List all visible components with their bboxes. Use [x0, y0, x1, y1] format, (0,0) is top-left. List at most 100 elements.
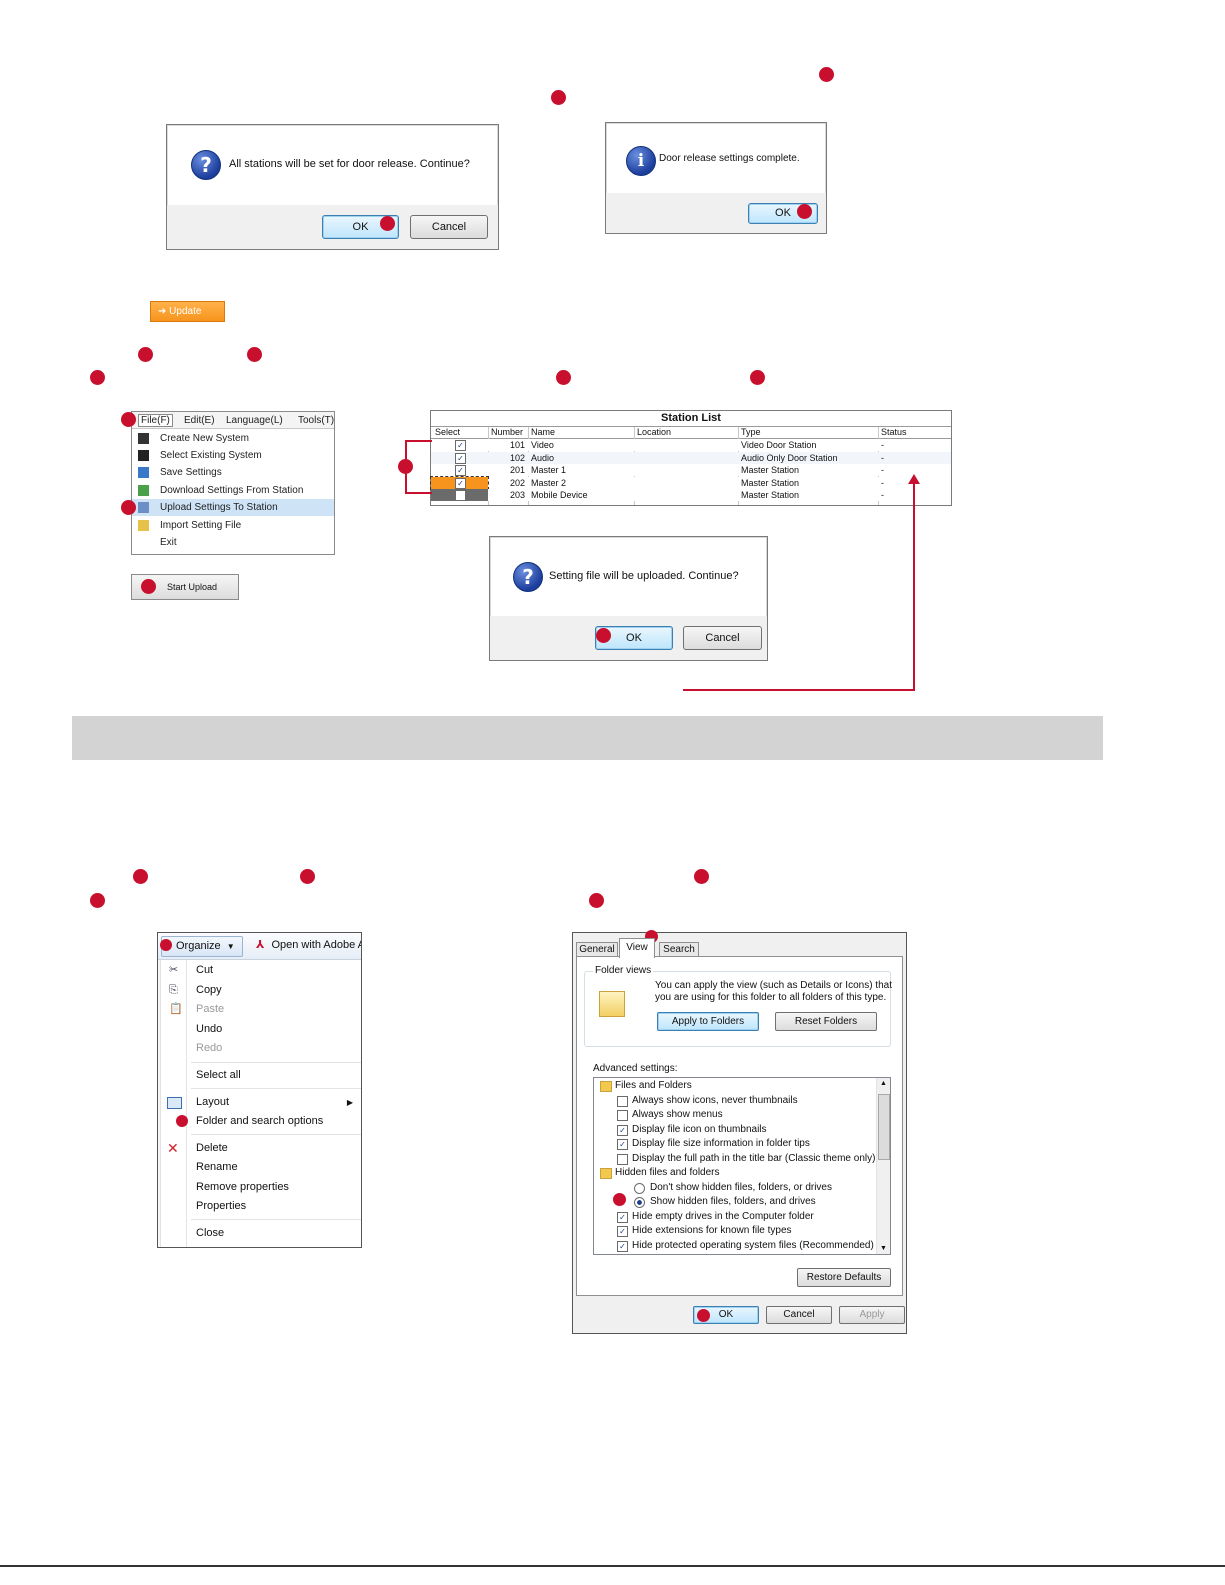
- menu-item-select-all[interactable]: Select all: [196, 1069, 241, 1081]
- menu-item-copy[interactable]: ⎘Copy: [161, 981, 361, 1000]
- organize-button[interactable]: Organize ▼: [161, 936, 243, 957]
- step-marker: [247, 347, 262, 362]
- menu-item-redo[interactable]: Redo: [196, 1042, 223, 1054]
- setting-checkbox[interactable]: [617, 1153, 628, 1165]
- setting-checkbox[interactable]: ✓: [617, 1226, 628, 1237]
- menu-item-download-settings[interactable]: Download Settings From Station: [132, 482, 334, 499]
- scrollbar[interactable]: ▲ ▼: [876, 1078, 890, 1254]
- row-checkbox[interactable]: ✓: [455, 477, 466, 489]
- advanced-setting-label: Hide protected operating system files (R…: [632, 1239, 874, 1251]
- step-marker: [380, 216, 395, 231]
- menu-item-undo[interactable]: Undo: [196, 1023, 223, 1035]
- tab-general[interactable]: General: [576, 942, 618, 957]
- setting-radio[interactable]: [634, 1182, 645, 1194]
- tab-panel: Folder views You can apply the view (suc…: [576, 956, 903, 1296]
- station-type: Audio Only Door Station: [741, 452, 838, 463]
- menu-item-folder-search-options[interactable]: Folder and search options: [196, 1115, 324, 1127]
- station-list-title: Station List: [431, 411, 951, 427]
- apply-button[interactable]: Apply: [839, 1306, 905, 1324]
- open-with-adobe-button[interactable]: ⅄ Open with Adobe A: [256, 939, 362, 951]
- setting-checkbox[interactable]: [617, 1110, 628, 1121]
- station-list: Station List Select Number Name Location…: [430, 410, 952, 506]
- station-number: 203: [509, 490, 525, 501]
- select-cell: [431, 489, 488, 502]
- menu-item-save-settings[interactable]: Save Settings: [132, 464, 334, 481]
- step-marker: [797, 204, 812, 219]
- advanced-setting-label: Hide empty drives in the Computer folder: [632, 1210, 814, 1222]
- station-type: Master Station: [741, 490, 800, 501]
- setting-checkbox[interactable]: ✓: [617, 1124, 628, 1136]
- setting-checkbox[interactable]: ✓: [617, 1240, 628, 1252]
- explorer-toolbar: Organize ▼ ⅄ Open with Adobe A: [158, 933, 361, 960]
- setting-checkbox[interactable]: ✓: [617, 1211, 628, 1223]
- advanced-setting-label: Always show menus: [632, 1109, 723, 1120]
- layout-icon: [167, 1097, 182, 1109]
- column-header: Type: [741, 427, 761, 437]
- menu-edit[interactable]: Edit(E): [184, 415, 215, 426]
- menu-item-create-new-system[interactable]: Create New System: [132, 430, 334, 447]
- folder-icon: [138, 520, 149, 531]
- menu-item-upload-settings[interactable]: Upload Settings To Station: [132, 499, 334, 516]
- menu-item-rename[interactable]: Rename: [196, 1161, 238, 1173]
- menu-item-paste[interactable]: 📋Paste: [161, 1000, 361, 1019]
- step-marker: [121, 500, 136, 515]
- menu-item-delete[interactable]: ✕Delete: [167, 1140, 228, 1156]
- question-icon: ?: [513, 562, 543, 592]
- cancel-button[interactable]: Cancel: [683, 626, 762, 650]
- station-name: Master 2: [531, 477, 567, 488]
- folder-icon: [600, 1168, 612, 1179]
- ok-button[interactable]: OK: [693, 1306, 759, 1324]
- setting-radio[interactable]: [634, 1197, 645, 1208]
- scroll-up-icon[interactable]: ▲: [880, 1080, 887, 1087]
- menu-file[interactable]: File(F): [138, 414, 173, 427]
- restore-defaults-button[interactable]: Restore Defaults: [797, 1268, 891, 1287]
- cancel-button[interactable]: Cancel: [410, 215, 488, 239]
- reset-folders-button[interactable]: Reset Folders: [775, 1012, 877, 1031]
- scissors-icon: ✂: [169, 964, 179, 976]
- menu-item-close[interactable]: Close: [196, 1227, 225, 1239]
- step-marker: [750, 370, 765, 385]
- menu-tools[interactable]: Tools(T): [298, 415, 335, 426]
- chevron-down-icon: ▼: [226, 942, 235, 951]
- tab-search[interactable]: Search: [659, 942, 699, 957]
- connector-line: [913, 482, 915, 691]
- row-checkbox[interactable]: ✓: [455, 452, 466, 464]
- step-marker: [300, 869, 315, 884]
- row-checkbox[interactable]: [455, 490, 466, 502]
- tab-view[interactable]: View: [619, 938, 655, 958]
- menu-language[interactable]: Language(L): [226, 415, 283, 426]
- station-name: Master 1: [531, 465, 567, 476]
- step-marker: [160, 939, 172, 951]
- row-checkbox[interactable]: ✓: [455, 465, 466, 477]
- scroll-down-icon[interactable]: ▼: [880, 1245, 887, 1252]
- station-number: 102: [509, 452, 525, 463]
- station-type: Master Station: [741, 477, 800, 488]
- advanced-setting-label: Hidden files and folders: [615, 1167, 720, 1178]
- setting-checkbox[interactable]: [617, 1095, 628, 1107]
- copy-icon: ⎘: [169, 984, 178, 996]
- menu-item-remove-properties[interactable]: Remove properties: [196, 1181, 289, 1193]
- menu-item-cut[interactable]: ✂Cut: [161, 961, 361, 980]
- setting-checkbox[interactable]: ✓: [617, 1139, 628, 1150]
- step-marker: [551, 90, 566, 105]
- menu-item-exit[interactable]: Exit: [160, 537, 177, 548]
- menu-item-import-setting-file[interactable]: Import Setting File: [132, 517, 334, 534]
- menu-item-select-existing-system[interactable]: Select Existing System: [132, 447, 334, 464]
- cancel-button[interactable]: Cancel: [766, 1306, 832, 1324]
- column-header: Name: [531, 427, 556, 437]
- section-header-bar: [72, 716, 1103, 760]
- row-checkbox[interactable]: ✓: [455, 440, 466, 451]
- dialog-message: All stations will be set for door releas…: [229, 158, 470, 170]
- apply-to-folders-button[interactable]: Apply to Folders: [657, 1012, 759, 1031]
- station-name: Video: [531, 440, 554, 450]
- update-button[interactable]: ➜ Update: [150, 301, 225, 322]
- scroll-thumb[interactable]: [878, 1094, 890, 1160]
- menu-item-properties[interactable]: Properties: [196, 1200, 247, 1212]
- menu-item-layout[interactable]: Layout▶: [161, 1093, 361, 1112]
- folder-views-group: Folder views You can apply the view (suc…: [584, 965, 892, 1047]
